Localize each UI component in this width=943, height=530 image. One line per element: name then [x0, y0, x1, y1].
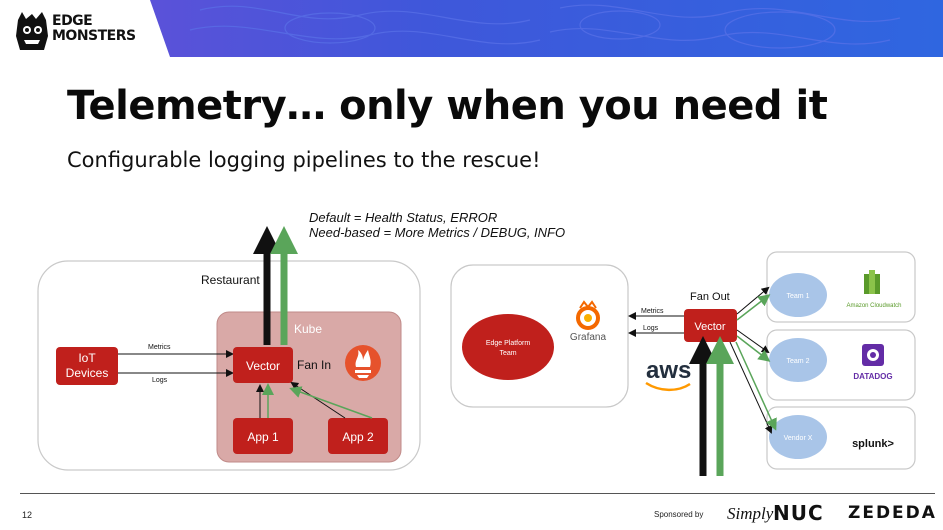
right-logs-label: Logs: [643, 325, 659, 332]
logo-line-1: EDGE: [52, 13, 93, 29]
monster-icon: [16, 12, 48, 50]
vector-label-left: Vector: [246, 359, 280, 373]
note-line-1: Default = Health Status, ERROR: [309, 210, 498, 225]
vendor-label: Vendor X: [784, 435, 813, 442]
banner-background: [0, 0, 943, 57]
fanout-team1-green: [736, 294, 771, 321]
edge-team-label-1: Edge Platform: [486, 340, 531, 347]
zededa-logo: ZEDEDA: [848, 503, 937, 523]
page-number: 12: [22, 510, 33, 520]
iot-label-2: Devices: [66, 366, 109, 380]
app2-label: App 2: [342, 430, 374, 444]
logo-text: EDGE MONSTERS: [52, 14, 136, 44]
fanout-team1-black: [736, 286, 770, 315]
iot-label-1: IoT: [78, 351, 96, 365]
simply-nuc-logo: NUC: [773, 501, 824, 525]
cloudwatch-label: Amazon Cloudwatch: [846, 303, 901, 309]
grafana-label: Grafana: [570, 332, 607, 343]
app2-node: [328, 418, 388, 454]
header-banner: [0, 0, 943, 57]
telemetry-note: Default = Health Status, ERROR Need-base…: [309, 210, 565, 240]
app2-to-vector-green: [289, 386, 373, 419]
simply-nuc-logo-script: Simply: [727, 504, 774, 523]
vector-node-right: [684, 309, 737, 342]
datadog-icon: [862, 344, 884, 366]
datadog-label: DATADOG: [853, 372, 892, 381]
logo-line-2: MONSTERS: [52, 28, 136, 44]
fanout-team2-black: [736, 329, 770, 354]
page-subtitle: Configurable logging pipelines to the re…: [67, 148, 541, 172]
aws-logo: aws: [646, 357, 691, 384]
vector-label-right: Vector: [694, 321, 726, 333]
page-title: Telemetry… only when you need it: [67, 83, 828, 129]
vector-node-left: [233, 347, 293, 383]
kube-label: Kube: [294, 322, 322, 336]
note-line-2: Need-based = More Metrics / DEBUG, INFO: [309, 225, 566, 240]
app1-node: [233, 418, 293, 454]
fanout-team2-green: [736, 335, 771, 362]
aws-smile-icon: [645, 381, 691, 392]
fanout-vendor-green: [735, 341, 777, 431]
team2-node: [769, 338, 827, 382]
restaurant-label: Restaurant: [201, 273, 260, 287]
metrics-label: Metrics: [148, 344, 171, 351]
splunk-label: splunk>: [852, 438, 894, 450]
sponsored-by-label: Sponsored by: [654, 510, 704, 519]
iot-devices-node: [56, 347, 118, 385]
team1-node: [769, 273, 827, 317]
logs-label: Logs: [152, 377, 168, 384]
edge-monsters-logo: EDGE MONSTERS: [8, 6, 148, 56]
prometheus-icon: [345, 345, 381, 381]
footer-divider: [20, 493, 935, 494]
grafana-icon: [576, 300, 600, 330]
fan-out-label: Fan Out: [690, 291, 730, 303]
cloudwatch-icon: [864, 270, 880, 294]
team1-label: Team 1: [787, 293, 810, 300]
app1-label: App 1: [247, 430, 279, 444]
fanout-vendor-black: [729, 341, 773, 434]
right-metrics-label: Metrics: [641, 308, 664, 315]
edge-platform-team-node: [462, 314, 554, 380]
vendor-node: [769, 415, 827, 459]
edge-team-label-2: Team: [499, 350, 516, 357]
fan-in-label: Fan In: [297, 358, 331, 372]
team2-label: Team 2: [787, 358, 810, 365]
